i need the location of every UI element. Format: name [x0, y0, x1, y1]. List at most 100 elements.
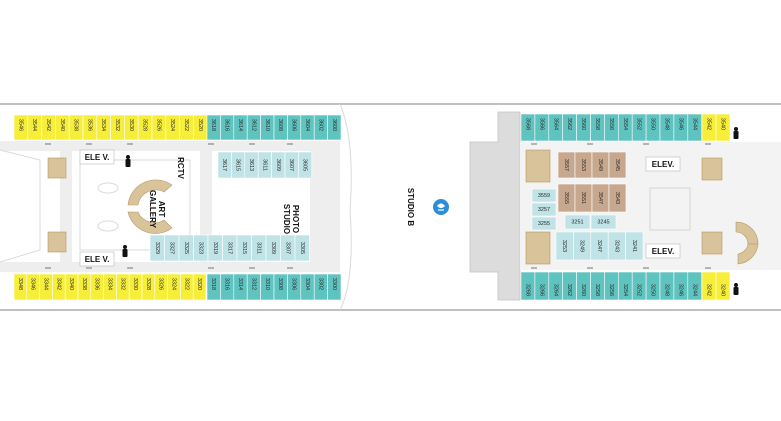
studio-b-logo-icon[interactable]: [433, 199, 449, 215]
cabin-number: 3330: [132, 278, 138, 290]
cabin-number: 3543: [614, 192, 620, 204]
interior-cabin[interactable]: [298, 151, 313, 179]
cabin-number: 3558: [594, 118, 600, 130]
cabin-number: 3314: [237, 278, 243, 290]
cabin-number: 3307: [284, 242, 290, 254]
cabin-number: 3346: [30, 278, 36, 290]
interior-cabin[interactable]: [625, 231, 644, 261]
cabin-number: 3327: [168, 242, 174, 254]
cabin-number: 3615: [235, 159, 241, 171]
cabin-number: 3550: [650, 118, 656, 130]
cabin-number: 3613: [248, 159, 254, 171]
cabin-number: 3322: [183, 278, 189, 290]
cabin-number: 3532: [114, 119, 120, 131]
interior-cabin[interactable]: [294, 234, 310, 262]
cabin-number: 3617: [221, 159, 227, 171]
cabin-number: 3520: [197, 119, 203, 131]
cabin-number: 3548: [663, 118, 669, 130]
cabin-number: 3320: [196, 278, 202, 290]
cabin-number: 3524: [169, 119, 175, 131]
interior-cabin[interactable]: [531, 188, 557, 203]
interior-cabin[interactable]: [531, 202, 557, 217]
cabin-number: 3260: [580, 284, 586, 296]
cabin-number: 3612: [250, 119, 256, 131]
cabin-number: 3546: [677, 118, 683, 130]
cabin-number: 3308: [277, 278, 283, 290]
cabin-number: 3536: [86, 119, 92, 131]
cabin-number: 3246: [677, 284, 683, 296]
cabin-number: 3250: [650, 284, 656, 296]
art-gallery-label-1: ART: [157, 201, 166, 218]
cabin-number: 3244: [691, 284, 697, 296]
cabin-number: 3555: [563, 192, 569, 204]
art-gallery-stairs: [127, 179, 173, 234]
cabin-number: 3604: [304, 119, 310, 131]
elev-top-box: [645, 156, 681, 172]
balcony-cabin[interactable]: [715, 113, 731, 142]
balcony-cabin[interactable]: [192, 273, 207, 301]
oceanview-cabin[interactable]: [327, 273, 342, 301]
cabin-number: 3304: [304, 278, 310, 290]
cabin-number: 3264: [552, 284, 558, 296]
cabin-number: 3252: [636, 284, 642, 296]
cabin-number: 3564: [552, 118, 558, 130]
cabin-number: 3544: [31, 119, 37, 131]
cabin-number: 3614: [237, 119, 243, 131]
ele-v-bottom-box: [79, 251, 115, 267]
cabin-number: 3540: [59, 119, 65, 131]
cabin-number: 3324: [171, 278, 177, 290]
cabin-number: 3566: [538, 118, 544, 130]
cabin-number: 3540: [720, 118, 726, 130]
cabin-number: 3528: [142, 119, 148, 131]
cabin-number: 3316: [224, 278, 230, 290]
ele-v-bottom-label: ELE V.: [85, 255, 110, 264]
cabin-number: 3542: [706, 118, 712, 130]
cabin-number: 3348: [17, 278, 23, 290]
cabin-number: 3336: [94, 278, 100, 290]
cabin-number: 3559: [538, 193, 550, 199]
cabin-number: 3568: [524, 118, 530, 130]
interior-cabin[interactable]: [531, 216, 557, 231]
person-icon: [125, 155, 131, 167]
cabin-number: 3554: [622, 118, 628, 130]
cabin-number: 3562: [566, 118, 572, 130]
cabin-number: 3616: [224, 119, 230, 131]
ele-v-top-box: [79, 149, 115, 165]
person-icon: [733, 127, 739, 139]
cabin-number: 3600: [331, 119, 337, 131]
cabin-number: 3544: [691, 118, 697, 130]
suite-cabin[interactable]: [608, 183, 627, 213]
forward-public-area: [0, 103, 352, 311]
cabin-number: 3606: [291, 119, 297, 131]
interior-cabin[interactable]: [590, 214, 617, 230]
person-icon: [122, 245, 128, 257]
cabin-number: 3251: [571, 219, 583, 225]
cabin-number: 3344: [43, 278, 49, 290]
cabin-number: 3300: [331, 278, 337, 290]
cabin-number: 3551: [580, 192, 586, 204]
cabin-number: 3342: [55, 278, 61, 290]
cabin-number: 3538: [73, 119, 79, 131]
cabin-number: 3552: [636, 118, 642, 130]
cabin-number: 3338: [81, 278, 87, 290]
forward-stairs: [47, 157, 67, 253]
cabin-number: 3305: [299, 242, 305, 254]
cabin-number: 3547: [597, 192, 603, 204]
art-gallery-label-2: GALLERY: [148, 190, 157, 229]
cabin-number: 3317: [226, 242, 232, 254]
cabin-number: 3254: [622, 284, 628, 296]
suite-cabin[interactable]: [608, 151, 627, 179]
cabin-number: 3319: [212, 242, 218, 254]
cabin-number: 3334: [107, 278, 113, 290]
cabin-number: 3618: [210, 119, 216, 131]
studio-b-label: STUDIO B: [406, 188, 415, 226]
cabin-number: 3247: [596, 240, 602, 252]
balcony-cabin[interactable]: [715, 271, 731, 301]
oceanview-cabin[interactable]: [327, 114, 342, 141]
interior-cabin[interactable]: [564, 214, 591, 230]
cabin-number: 3329: [154, 242, 160, 254]
cabin-number: 3522: [183, 119, 189, 131]
rctv-label: RCTV: [176, 157, 185, 179]
